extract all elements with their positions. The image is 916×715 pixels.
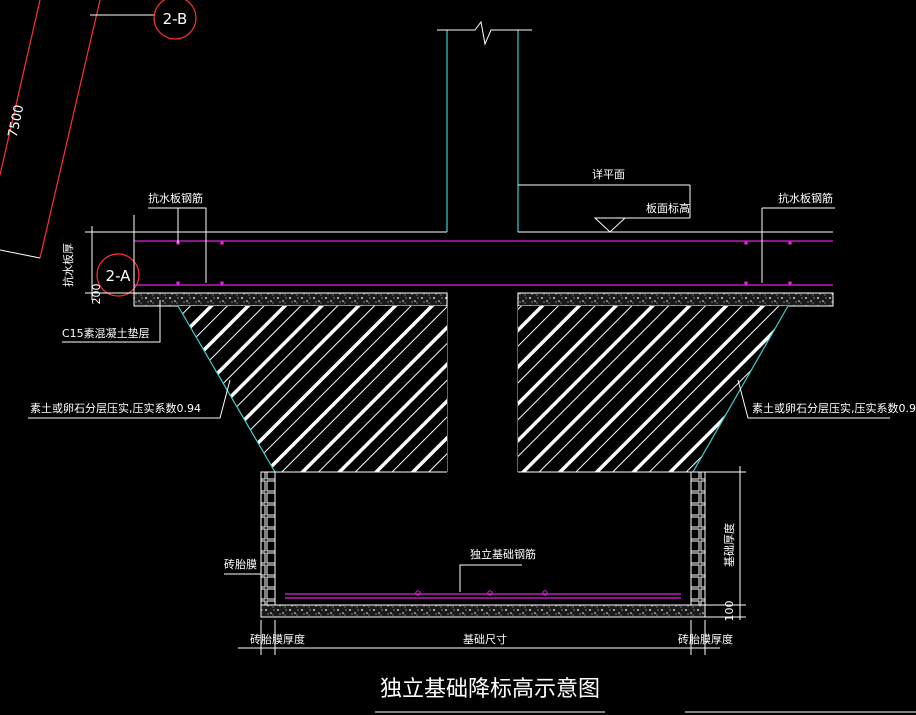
brick-mould-right (690, 471, 706, 606)
axis-b-label: 2-B (163, 10, 188, 28)
backfill-left-label: 素土或卵石分层压实,压实系数0.94 (30, 401, 201, 415)
anti-water-thickness-dimension: 抗水板厚 200 (61, 226, 134, 305)
brick-thickness-right-label: 砖胎膜厚度 (678, 632, 733, 646)
backfill-right (518, 306, 788, 472)
anti-water-rebar-left-label: 抗水板钢筋 (148, 191, 203, 205)
dim-100-label: 100 (723, 601, 736, 622)
brick-mould-label: 砖胎膜 (224, 557, 257, 571)
backfill-right-label: 素土或卵石分层压实,压实系数0.94 (752, 401, 916, 415)
axis-a-label: 2-A (106, 267, 132, 285)
anti-water-slab (133, 215, 833, 300)
brick-thickness-left-label: 砖胎膜厚度 (250, 632, 305, 646)
bottom-dimension: 砖胎膜厚度 基础尺寸 砖胎膜厚度 (238, 620, 733, 655)
cushion-right (517, 292, 834, 307)
footing-size-label: 基础尺寸 (463, 632, 507, 646)
leader-brick-mould: 砖胎膜 (224, 557, 261, 575)
leader-footing-rebar: 独立基础钢筋 (459, 547, 536, 592)
anti-water-thickness-label: 抗水板厚 (61, 243, 75, 287)
slab-rebar-dots (176, 241, 792, 285)
see-plan-label: 详平面 (592, 167, 625, 181)
leader-backfill-right: 素土或卵石分层压实,压实系数0.94 (737, 379, 916, 419)
span-dimension: 7500 (6, 104, 28, 139)
footing-thickness-label: 基础厚度 (722, 523, 736, 567)
slab-elevation-marker: 详平面 板面标高 (518, 167, 691, 233)
brick-mould-left (260, 471, 276, 606)
backfill-left (178, 306, 447, 472)
foundation (260, 590, 706, 618)
column (437, 20, 532, 472)
anti-water-rebar-right-label: 抗水板钢筋 (778, 191, 833, 205)
footing-thickness-dimension: 基础厚度 100 (705, 466, 746, 622)
axis-bubble-b: 2-B (90, 0, 197, 40)
leader-rebar-left: 抗水板钢筋 (148, 191, 207, 283)
leader-rebar-right: 抗水板钢筋 (761, 191, 835, 283)
footing-rebar-label: 独立基础钢筋 (470, 547, 536, 561)
drawing-title: 独立基础降标高示意图 (380, 677, 600, 702)
footing-rebar-dots (415, 590, 548, 596)
c15-cushion-label: C15素混凝土垫层 (62, 326, 150, 340)
cushion-left (133, 292, 448, 307)
leader-c15: C15素混凝土垫层 (62, 300, 161, 343)
axis-bubble-a: 2-A (96, 253, 140, 297)
dim-200-label: 200 (90, 284, 103, 305)
footing-cushion (260, 604, 706, 618)
leader-backfill-left: 素土或卵石分层压实,压实系数0.94 (28, 379, 231, 419)
axis-lines (0, 0, 101, 259)
slab-elevation-label: 板面标高 (646, 201, 690, 215)
